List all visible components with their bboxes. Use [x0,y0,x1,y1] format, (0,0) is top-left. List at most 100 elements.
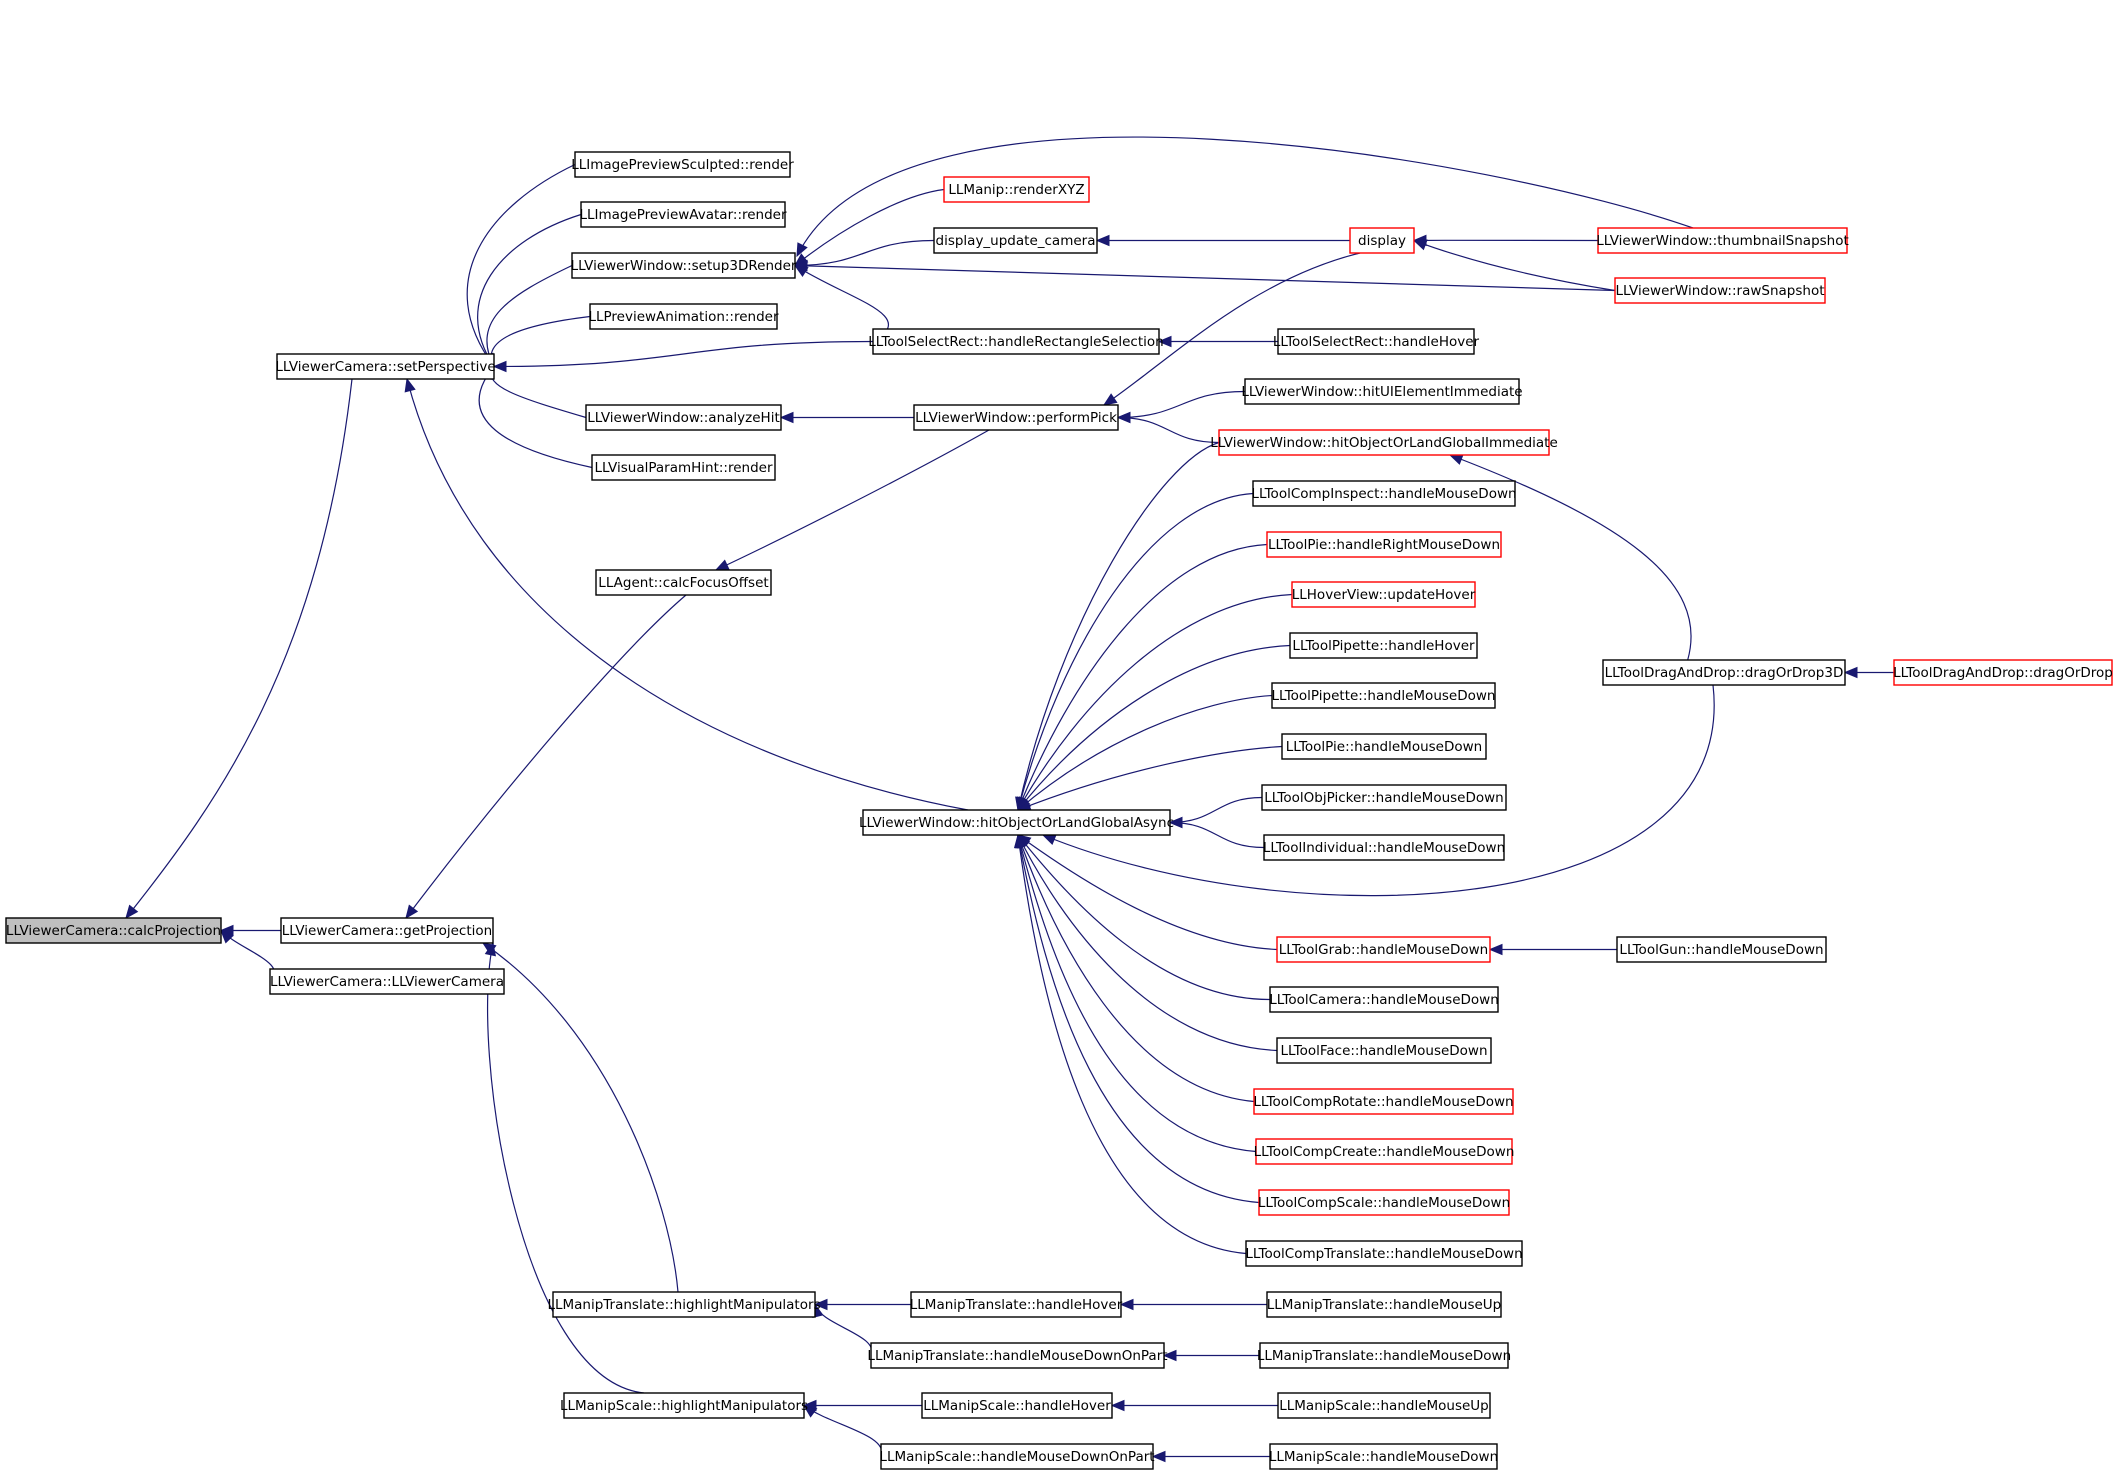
arrowhead [714,559,730,571]
node-label: LLToolCompCreate::handleMouseDown [1254,1144,1515,1160]
node-pie-down[interactable]: LLToolPie::handleMouseDown [1281,733,1487,760]
arrowhead [1013,833,1026,849]
node-drag-or-drop3-d[interactable]: LLToolDragAndDrop::dragOrDrop3D [1602,659,1846,686]
node-manip-trans-up[interactable]: LLManipTranslate::handleMouseUp [1266,1291,1502,1318]
node-grab-down[interactable]: LLToolGrab::handleMouseDown [1276,936,1491,963]
node-hit-async[interactable]: LLViewerWindow::hitObjectOrLandGlobalAsy… [859,809,1174,836]
node-preview-anim-render[interactable]: LLPreviewAnimation::render [588,303,779,330]
node-raw-snapshot[interactable]: LLViewerWindow::rawSnapshot [1614,277,1826,304]
node-box [1597,227,1848,254]
node-label: LLToolCompScale::handleMouseDown [1258,1195,1510,1211]
node-label: LLViewerWindow::hitObjectOrLandGlobalAsy… [859,815,1174,831]
node-ll-viewer-camera-ctor[interactable]: LLViewerCamera::LLViewerCamera [269,968,505,995]
node-comp-rotate-down[interactable]: LLToolCompRotate::handleMouseDown [1253,1088,1514,1115]
edge-setup3-drender-to-set-perspective [486,264,573,367]
node-manip-scale-down[interactable]: LLManipScale::handleMouseDown [1269,1443,1498,1470]
arrowhead [1151,1450,1166,1463]
node-comp-scale-down[interactable]: LLToolCompScale::handleMouseDown [1258,1189,1510,1216]
node-box [269,968,505,995]
node-box [1276,936,1491,963]
node-analyze-hit[interactable]: LLViewerWindow::analyzeHit [585,404,782,431]
arrowhead [492,360,507,373]
node-rect-selection[interactable]: LLToolSelectRect::handleRectangleSelecti… [868,328,1164,355]
node-sculpted-render[interactable]: LLImagePreviewSculpted::render [571,151,794,178]
node-visual-param-render[interactable]: LLVisualParamHint::render [591,454,776,481]
node-display-update-camera[interactable]: display_update_camera [933,227,1098,254]
node-avatar-render[interactable]: LLImagePreviewAvatar::render [579,201,787,228]
node-box [585,404,782,431]
arrowhead [793,264,809,278]
node-box [1616,936,1827,963]
node-comp-translate-down[interactable]: LLToolCompTranslate::handleMouseDown [1245,1240,1523,1267]
arrowhead [1168,816,1183,829]
node-comp-inspect-down[interactable]: LLToolCompInspect::handleMouseDown [1251,480,1517,507]
edge-avatar-render-to-set-perspective [477,213,582,367]
node-select-rect-hover[interactable]: LLToolSelectRect::handleHover [1273,328,1480,355]
arrowhead [802,1404,818,1418]
node-label: LLViewerWindow::thumbnailSnapshot [1596,233,1849,249]
edge-preview-anim-render-to-set-perspective [490,315,591,367]
node-box [1602,659,1846,686]
node-camera-down[interactable]: LLToolCamera::handleMouseDown [1269,986,1499,1013]
node-set-perspective[interactable]: LLViewerCamera::setPerspective [275,353,496,380]
arrowhead [1119,1298,1134,1311]
arrowhead [405,904,419,920]
node-box [870,1342,1165,1369]
node-manip-scale-hover[interactable]: LLManipScale::handleHover [921,1392,1113,1419]
edge-drag-or-drop3-d-to-hit-async [1042,684,1715,897]
node-get-projection[interactable]: LLViewerCamera::getProjection [280,917,494,944]
node-box [943,176,1090,203]
node-box [580,201,786,228]
edge-comp-scale-down-to-hit-async [1017,834,1260,1204]
node-box [552,1291,816,1318]
node-comp-create-down[interactable]: LLToolCompCreate::handleMouseDown [1254,1138,1515,1165]
node-box [1263,834,1505,861]
node-obj-picker-down[interactable]: LLToolObjPicker::handleMouseDown [1261,784,1507,811]
node-perform-pick[interactable]: LLViewerWindow::performPick [913,404,1119,431]
node-display[interactable]: display [1349,227,1415,254]
node-label: LLManipScale::handleHover [923,1398,1111,1414]
edge-display-update-camera-to-setup3-drender [794,239,935,267]
node-manip-trans-hover[interactable]: LLManipTranslate::handleHover [910,1291,1123,1318]
arrowhead [1843,666,1858,679]
node-calc-focus-offset[interactable]: LLAgent::calcFocusOffset [595,569,772,596]
node-pipette-down[interactable]: LLToolPipette::handleMouseDown [1271,682,1496,709]
edge-set-perspective-to-calc-projection [125,378,353,919]
node-box [589,303,778,330]
node-label: LLToolPie::handleRightMouseDown [1268,537,1500,553]
node-pie-right-down[interactable]: LLToolPie::handleRightMouseDown [1266,531,1502,558]
node-label: LLToolCamera::handleMouseDown [1269,992,1499,1008]
node-gun-down[interactable]: LLToolGun::handleMouseDown [1616,936,1827,963]
node-box [1259,1342,1509,1369]
edge-pie-right-down-to-hit-async [1017,543,1268,811]
node-hit-obj-immediate[interactable]: LLViewerWindow::hitObjectOrLandGlobalImm… [1210,429,1558,456]
node-box [1276,1037,1492,1064]
node-render-xyz[interactable]: LLManip::renderXYZ [943,176,1090,203]
edge-individual-down-to-hit-async [1169,821,1265,849]
node-box [1349,227,1415,254]
node-setup3-drender[interactable]: LLViewerWindow::setup3DRender [571,252,797,279]
node-thumbnail-snapshot[interactable]: LLViewerWindow::thumbnailSnapshot [1596,227,1849,254]
edge-analyze-hit-to-set-perspective [490,366,587,419]
node-manip-scale-highlight[interactable]: LLManipScale::highlightManipulators [560,1392,808,1419]
node-drag-or-drop[interactable]: LLToolDragAndDrop::dragOrDrop [1893,659,2113,686]
edge-hover-view-update-to-hit-async [1017,593,1293,811]
node-face-down[interactable]: LLToolFace::handleMouseDown [1276,1037,1492,1064]
node-label: LLManipTranslate::handleHover [910,1297,1123,1313]
node-label: LLViewerWindow::analyzeHit [587,410,779,426]
edge-perform-pick-to-calc-focus-offset [715,429,990,571]
node-manip-scale-up[interactable]: LLManipScale::handleMouseUp [1277,1392,1491,1419]
node-box [1277,328,1475,355]
node-manip-trans-highlight[interactable]: LLManipTranslate::highlightManipulators [547,1291,821,1318]
node-pipette-hover[interactable]: LLToolPipette::handleHover [1289,632,1478,659]
node-individual-down[interactable]: LLToolIndividual::handleMouseDown [1263,834,1505,861]
node-label: LLToolPie::handleMouseDown [1286,739,1482,755]
arrowhead [1157,335,1172,348]
node-manip-trans-down-on-part[interactable]: LLManipTranslate::handleMouseDownOnPart [867,1342,1168,1369]
node-manip-trans-down[interactable]: LLManipTranslate::handleMouseDown [1257,1342,1511,1369]
node-hover-view-update[interactable]: LLHoverView::updateHover [1291,581,1476,608]
node-label: LLToolDragAndDrop::dragOrDrop [1893,665,2113,681]
node-manip-scale-down-on-part[interactable]: LLManipScale::handleMouseDownOnPart [879,1443,1155,1470]
node-hit-uielement[interactable]: LLViewerWindow::hitUIElementImmediate [1241,378,1523,405]
